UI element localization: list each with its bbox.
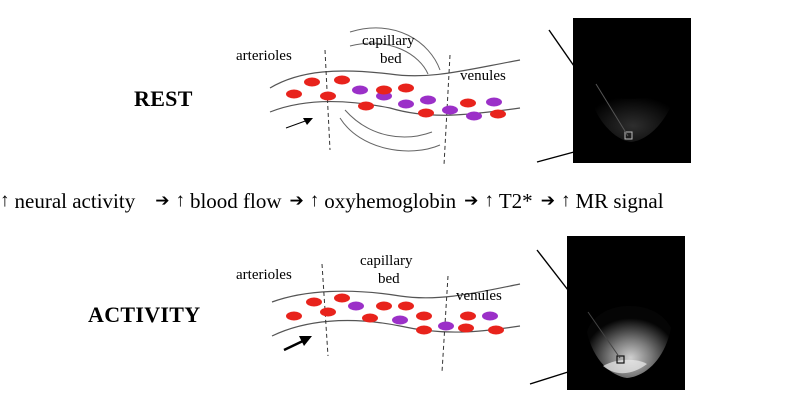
up-arrow-icon: ↑	[560, 190, 571, 211]
deoxy-cell	[420, 95, 436, 105]
activity-capillary-label-line2: bed	[378, 271, 400, 287]
oxy-cell	[488, 325, 504, 335]
activity-venules-label: venules	[456, 288, 502, 304]
right-arrow-icon: ➔	[540, 191, 555, 211]
up-arrow-icon: ↑	[175, 190, 185, 211]
up-arrow-icon: ↑	[484, 190, 494, 211]
right-arrow-icon: ➔	[289, 191, 304, 211]
rest-venules-label: venules	[460, 68, 506, 84]
capillary-arc	[344, 109, 433, 138]
rest-callout-inner	[595, 83, 629, 137]
deoxy-cell	[482, 311, 498, 321]
activity-capillary-label-line1: capillary	[360, 253, 413, 269]
chain-step-text: neural activity	[14, 188, 136, 213]
chain-step-t2-star: ↑ T2*	[484, 189, 532, 214]
up-arrow-icon: ↑	[0, 190, 10, 211]
up-arrow-icon: ↑	[309, 190, 320, 211]
chain-step-oxyhemoglobin: ↑ oxyhemoglobin	[310, 189, 456, 214]
rest-flow-arrowhead	[303, 118, 313, 125]
deoxy-cell	[442, 105, 458, 115]
oxy-cell	[286, 311, 302, 321]
oxy-cell	[460, 311, 476, 321]
chain-step-text: blood flow	[189, 188, 282, 213]
chain-step-text: T2*	[498, 188, 533, 213]
oxy-cell	[362, 313, 378, 323]
activity-callout-inner	[587, 311, 621, 359]
deoxy-cell	[348, 301, 364, 311]
vessel-wall-top	[271, 283, 521, 303]
rest-blood-cells	[286, 75, 506, 121]
activity-flow-arrow	[283, 338, 306, 352]
capillary-arc	[349, 27, 441, 71]
chain-step-mr-signal: ↑ MR signal	[561, 189, 664, 214]
oxy-cell	[306, 297, 322, 307]
activity-callout-top	[536, 249, 569, 291]
chain-step-text: MR signal	[575, 188, 664, 213]
rest-brain-outline	[589, 88, 677, 142]
deoxy-cell	[352, 85, 368, 95]
activity-brain-outline	[587, 306, 671, 378]
vessel-wall-top	[269, 59, 521, 89]
causal-chain: ↑ neural activity ➔ ↑ blood flow ➔ ↑ oxy…	[0, 184, 800, 218]
right-arrow-icon: ➔	[155, 191, 170, 211]
capillary-venule-separator	[441, 275, 449, 373]
capillary-arc	[349, 42, 429, 75]
activity-label: ACTIVITY	[88, 302, 201, 327]
activity-flow-arrowhead	[299, 336, 312, 346]
rest-callout-bottom	[536, 151, 575, 163]
deoxy-cell	[438, 321, 454, 331]
arteriole-capillary-separator	[321, 263, 329, 357]
chain-step-text: oxyhemoglobin	[324, 188, 457, 213]
deoxy-cell	[398, 99, 414, 109]
oxy-cell	[304, 77, 320, 87]
activity-scan-image	[587, 306, 671, 378]
activity-roi-box	[616, 355, 625, 364]
right-arrow-icon: ➔	[464, 191, 479, 211]
activity-arterioles-label: arterioles	[236, 267, 292, 283]
rest-callout-top	[548, 29, 575, 67]
capillary-arc	[339, 117, 441, 152]
vessel-wall-bottom	[271, 319, 521, 337]
activity-callout-bottom	[529, 371, 569, 385]
oxy-cell	[398, 301, 414, 311]
activity-brain-scan	[567, 236, 685, 390]
oxy-cell	[398, 83, 414, 93]
rest-capillary-label-line2: bed	[380, 51, 402, 67]
oxy-cell	[460, 98, 476, 108]
capillary-venule-separator	[443, 54, 451, 166]
oxy-cell	[334, 293, 350, 303]
oxy-cell	[358, 101, 374, 111]
chain-step-blood-flow: ↑ blood flow	[175, 189, 281, 214]
deoxy-cell	[486, 97, 502, 107]
rest-roi-box	[624, 131, 633, 140]
deoxy-cell	[392, 315, 408, 325]
oxy-cell	[416, 311, 432, 321]
oxy-cell	[334, 75, 350, 85]
oxy-cell	[376, 301, 392, 311]
oxy-cell	[320, 91, 336, 101]
rest-label: REST	[134, 86, 193, 111]
oxy-cell	[286, 89, 302, 99]
oxy-cell	[418, 108, 434, 118]
rest-scan-image	[589, 88, 677, 142]
deoxy-cell	[466, 111, 482, 121]
oxy-cell	[320, 307, 336, 317]
rest-capillary-label-line1: capillary	[362, 33, 415, 49]
oxy-cell	[416, 325, 432, 335]
activity-brain-highlight	[603, 359, 647, 374]
rest-arterioles-label: arterioles	[236, 48, 292, 64]
oxy-cell	[458, 323, 474, 333]
oxy-cell	[376, 85, 392, 95]
rest-brain-scan	[573, 18, 691, 163]
oxy-cell	[490, 109, 506, 119]
rest-flow-arrow	[285, 119, 309, 129]
activity-blood-cells	[286, 293, 504, 335]
chain-step-neural-activity: ↑ neural activity	[0, 189, 135, 214]
